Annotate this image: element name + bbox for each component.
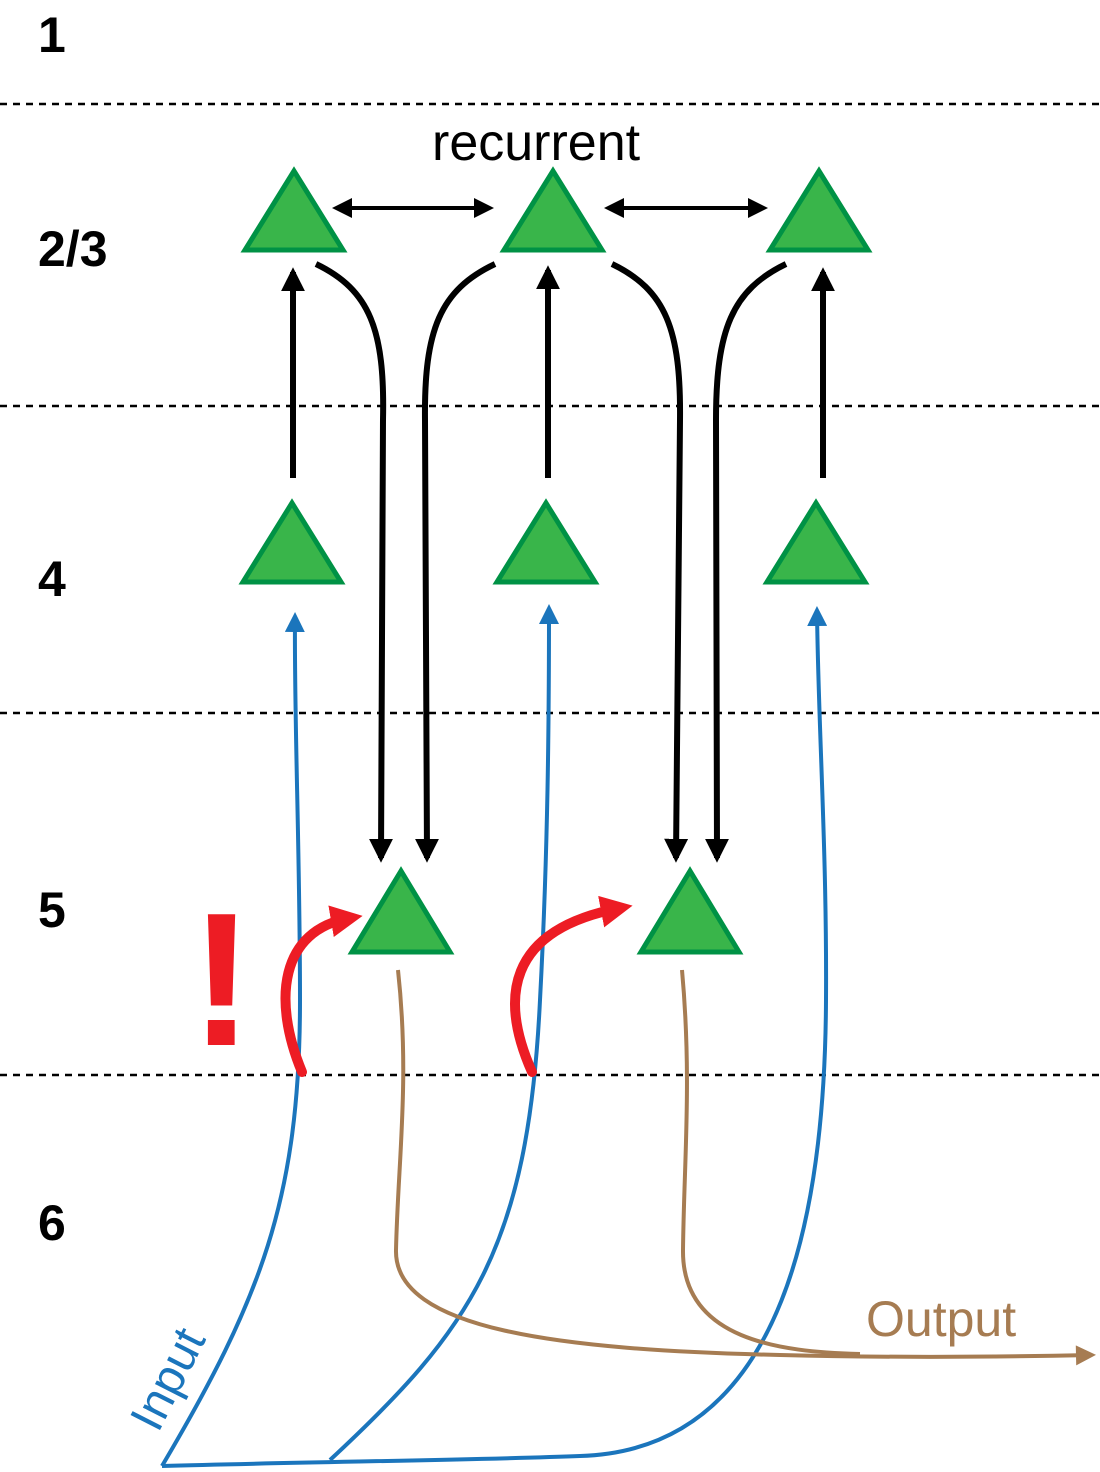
layer-label-5: 5 — [38, 882, 66, 938]
neuron-l5-2 — [636, 866, 744, 955]
neuron-l4-3 — [762, 498, 870, 585]
input-label: Input — [121, 1320, 217, 1439]
neuron-l23-2 — [499, 166, 607, 253]
output-pathway-2 — [680, 969, 861, 1356]
neuron-l23-3 — [765, 166, 873, 253]
neuron-l4-1 — [238, 498, 346, 585]
recurrent-label: recurrent — [432, 114, 641, 172]
output-label: Output — [866, 1291, 1016, 1347]
layer-label-2-3: 2/3 — [38, 221, 108, 277]
highlight-arrow-2 — [510, 895, 633, 1077]
input-pathway-1 — [160, 612, 305, 1468]
neuron-l23-1 — [240, 166, 348, 253]
layer-label-4: 4 — [38, 551, 66, 607]
l23-to-l5-arrow-3 — [610, 261, 689, 863]
neuron-l5-1 — [347, 866, 455, 955]
l23-to-l5-arrow-4 — [704, 261, 788, 863]
layer-label-6: 6 — [38, 1195, 66, 1251]
neuron-l4-2 — [492, 498, 600, 585]
l23-to-l5-arrow-2 — [414, 261, 497, 863]
layer-label-1: 1 — [38, 7, 66, 63]
input-pathway-3 — [161, 606, 829, 1468]
input-pathway-2 — [328, 604, 559, 1462]
l23-to-l5-arrow-1 — [314, 261, 394, 863]
output-pathway-1 — [393, 969, 1096, 1366]
highlight-arrow-1 — [280, 905, 363, 1077]
alert-exclamation: ! — [190, 874, 253, 1086]
